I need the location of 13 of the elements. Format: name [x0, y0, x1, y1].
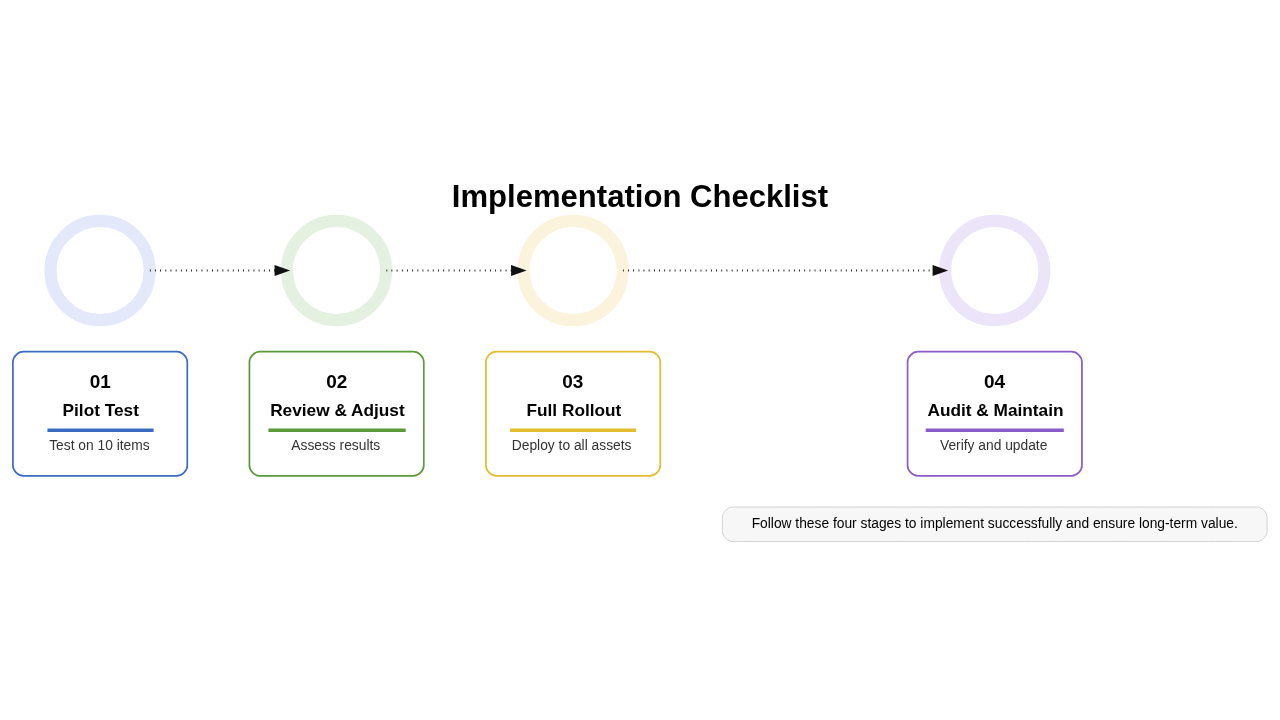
- node-box: 03 Full Rollout Deploy to all assets: [485, 350, 662, 477]
- node-box: 02 Review & Adjust Assess results: [248, 350, 425, 477]
- node-circle: [44, 214, 156, 326]
- label: Follow these four stages to implement successfully and ensure long-term value.: [751, 514, 1238, 531]
- node-circle: [517, 214, 629, 326]
- node-circle: [939, 214, 1051, 326]
- arrow: [622, 264, 949, 276]
- node-box: 04 Audit & Maintain Verify and update: [906, 350, 1083, 477]
- arrow: [386, 264, 527, 276]
- diagram-title: Implementation Checklist: [451, 178, 829, 214]
- arrow: [149, 264, 291, 276]
- node-box: 01 Pilot Test Test on 10 items: [12, 350, 189, 477]
- node-circle: [280, 214, 393, 326]
